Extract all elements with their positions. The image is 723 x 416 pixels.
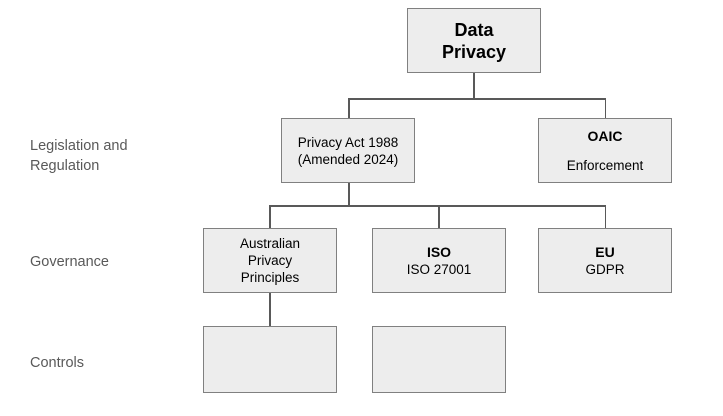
row-label-governance: Governance bbox=[30, 254, 109, 270]
node-australian-privacy-principles[interactable]: Australian Privacy Principles bbox=[203, 228, 337, 293]
node-oaic-title: OAIC bbox=[587, 127, 623, 144]
edge-privacy-act-bus bbox=[269, 205, 606, 207]
edge-privacy-act-to-iso bbox=[438, 205, 440, 228]
node-iso[interactable]: ISO ISO 27001 bbox=[372, 228, 506, 293]
node-eu[interactable]: EU GDPR bbox=[538, 228, 672, 293]
node-privacy-act[interactable]: Privacy Act 1988 (Amended 2024) bbox=[281, 118, 415, 183]
edge-privacy-act-to-app bbox=[269, 205, 271, 228]
edge-root-to-oaic bbox=[604, 98, 606, 118]
node-eu-title: EU bbox=[595, 243, 615, 260]
node-oaic-subtitle: Enforcement bbox=[566, 157, 644, 173]
edge-root-bus bbox=[348, 98, 606, 100]
node-data-privacy-title: Data Privacy bbox=[441, 19, 507, 62]
node-oaic[interactable]: OAIC Enforcement bbox=[538, 118, 672, 183]
node-data-privacy[interactable]: Data Privacy bbox=[407, 8, 541, 73]
node-control-1[interactable] bbox=[203, 326, 337, 393]
node-iso-title: ISO bbox=[426, 243, 452, 260]
edge-root-stem bbox=[473, 73, 475, 99]
node-eu-subtitle: GDPR bbox=[585, 261, 625, 277]
row-label-controls: Controls bbox=[30, 355, 84, 371]
edge-root-to-privacy-act bbox=[348, 98, 350, 118]
row-label-legislation: Legislation and Regulation bbox=[30, 138, 128, 174]
node-iso-subtitle: ISO 27001 bbox=[406, 261, 472, 277]
edge-privacy-act-stem bbox=[348, 183, 350, 206]
edge-app-to-control-1 bbox=[269, 293, 271, 326]
node-control-2[interactable] bbox=[372, 326, 506, 393]
edge-privacy-act-to-eu bbox=[604, 205, 606, 228]
node-privacy-act-label: Privacy Act 1988 (Amended 2024) bbox=[297, 134, 399, 167]
node-australian-privacy-principles-label: Australian Privacy Principles bbox=[239, 236, 301, 285]
